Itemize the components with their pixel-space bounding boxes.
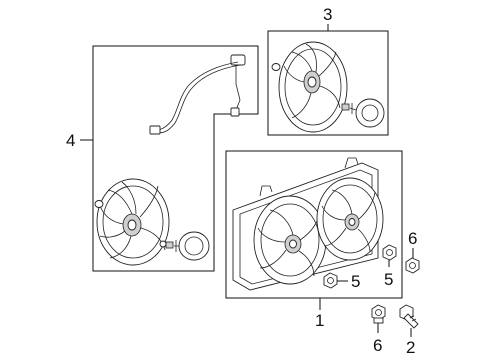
bolt-2 <box>399 304 419 329</box>
clip-4 <box>94 200 167 248</box>
callout-label-3: 3 <box>323 5 333 24</box>
nut-5-upper <box>382 244 397 261</box>
fan-shroud-1 <box>232 157 384 291</box>
motor-4 <box>165 231 210 261</box>
fan-3 <box>278 41 348 133</box>
nut-5-lower <box>323 272 338 289</box>
callout-label-6a: 6 <box>408 229 418 248</box>
callout-label-5b: 5 <box>384 270 394 289</box>
callout-label-1: 1 <box>315 311 325 330</box>
callout-label-2: 2 <box>406 338 416 357</box>
wiring-harness <box>149 54 246 135</box>
clip-3 <box>271 63 281 71</box>
fan-4 <box>96 178 170 266</box>
motor-3 <box>341 98 385 128</box>
callout-label-6b: 6 <box>373 336 383 355</box>
callout-label-4: 4 <box>66 131 76 150</box>
nut-6-bottom <box>371 304 386 324</box>
panel-1-frame <box>225 150 403 299</box>
panel-4-frame <box>92 45 259 272</box>
nut-6-right <box>405 257 420 274</box>
callout-label-5a: 5 <box>351 272 361 291</box>
